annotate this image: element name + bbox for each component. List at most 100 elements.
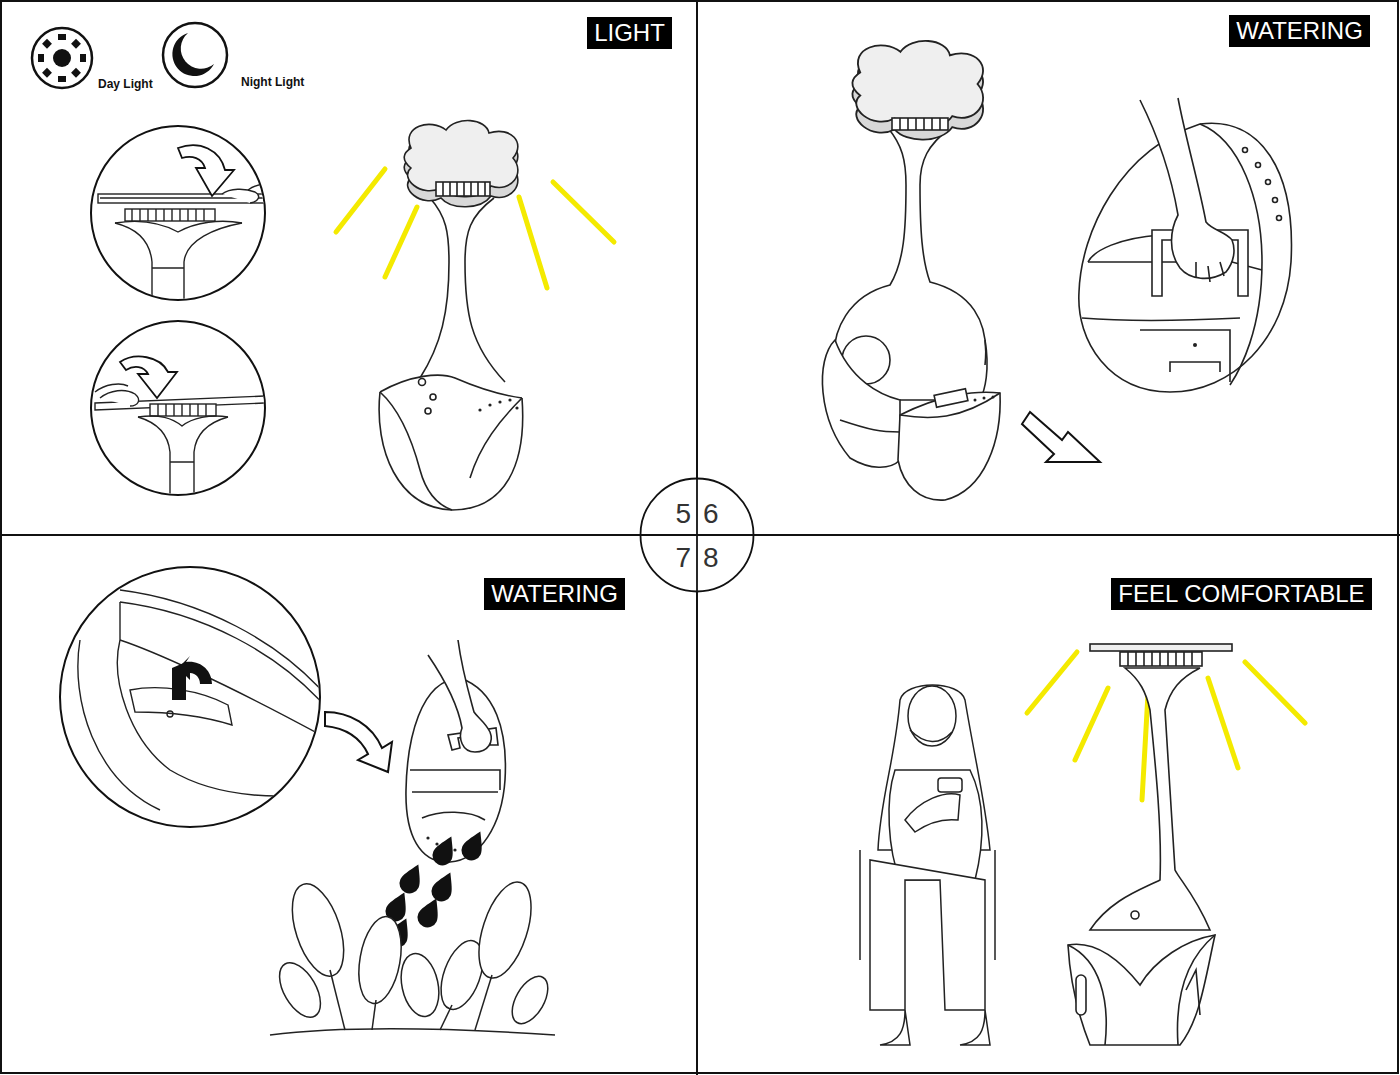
light-rays [553, 182, 614, 242]
light-rays [1208, 678, 1238, 768]
lamp [1120, 652, 1202, 666]
water-tank [426, 836, 429, 839]
plants [469, 876, 542, 985]
icon-label: Day Light [98, 77, 153, 91]
water-tank [1170, 362, 1220, 372]
section-title-box: WATERING [1229, 15, 1370, 47]
day-light-icon [80, 54, 86, 62]
water-drops [396, 860, 427, 897]
light-rays [1075, 688, 1108, 760]
section-title: FEEL COMFORTABLE [1118, 578, 1364, 610]
night-light-icon [172, 33, 214, 76]
lamp [1076, 975, 1086, 1015]
day-light-icon [53, 49, 71, 67]
detail-magnifier [98, 185, 280, 311]
hand [1196, 262, 1224, 282]
water-tank [410, 770, 500, 790]
day-light-icon [42, 39, 52, 49]
detail-magnifier [248, 185, 280, 191]
lamp [1068, 935, 1215, 1045]
hand [1140, 98, 1234, 282]
detail-magnifier [167, 711, 173, 717]
detail-magnifier [120, 640, 330, 740]
detail-magnifier [120, 590, 330, 700]
water-tank [1193, 343, 1197, 347]
detail-magnifier [194, 417, 228, 500]
detail-magnifier [138, 417, 170, 500]
water-tank [1243, 148, 1248, 153]
plants [271, 956, 329, 1024]
panel-frame [0, 534, 1400, 536]
lamp [470, 398, 522, 478]
lamp [1090, 644, 1232, 651]
lamp [822, 41, 1000, 500]
water-tank [1082, 318, 1240, 320]
light-rays [1142, 694, 1148, 800]
day-light-icon [58, 76, 66, 82]
lamp [900, 118, 940, 130]
water-tank [453, 848, 456, 851]
person [908, 686, 956, 746]
light-rays [385, 207, 417, 277]
section-title: WATERING [1236, 15, 1363, 47]
lamp [478, 398, 518, 411]
detail-magnifier [95, 384, 128, 392]
lamp [465, 198, 505, 382]
plants [330, 970, 345, 1030]
detail-magnifier [178, 145, 234, 196]
lamp [974, 399, 977, 402]
lamp [1186, 970, 1200, 1015]
water-drops [428, 868, 459, 905]
light-rays [336, 169, 614, 318]
water-tank [1243, 148, 1282, 221]
detail-magnifier [117, 602, 330, 796]
lamp [900, 340, 987, 400]
lamp [420, 198, 449, 378]
water-drops [458, 827, 489, 864]
detail-magnifier [120, 357, 177, 398]
lamp [920, 128, 986, 365]
lamp [443, 182, 485, 196]
detail-magnifier [60, 567, 330, 827]
lamp [425, 408, 431, 414]
day-light-icon [32, 28, 92, 88]
page-number: 6 [703, 499, 743, 529]
water-tank [1140, 330, 1230, 382]
person [938, 778, 962, 792]
day-light-icon [71, 39, 81, 49]
lamp [379, 121, 523, 510]
day-light-icon [42, 68, 52, 78]
lamp [898, 392, 1000, 500]
lamp [508, 398, 511, 401]
lamp [380, 392, 452, 510]
day-light-icon [71, 68, 81, 78]
page-number: 5 [651, 499, 691, 529]
lamp [419, 379, 426, 386]
day-light-icon [38, 34, 86, 82]
detail-magnifier [115, 223, 152, 310]
person [960, 1010, 990, 1045]
lamp [834, 128, 906, 365]
lamp [934, 389, 968, 407]
lamp [1068, 644, 1232, 1045]
section-title-box: LIGHT [587, 17, 672, 49]
lamp [852, 41, 983, 129]
lamp [822, 340, 900, 467]
lamp [834, 128, 986, 365]
lamp [974, 396, 995, 402]
hand [428, 640, 491, 752]
detail-magnifier [91, 321, 265, 495]
detail-magnifier [95, 384, 265, 500]
day-light-icon [32, 28, 92, 88]
plants [353, 913, 408, 1007]
plants [270, 876, 555, 1035]
water-tank [1273, 198, 1278, 203]
divider-line [639, 534, 755, 536]
icon-label: Night Light [241, 75, 304, 89]
direction-arrow [1022, 412, 1100, 462]
direction-arrow [325, 712, 392, 772]
night-light-icon [163, 23, 227, 87]
detail-magnifier [172, 662, 186, 700]
